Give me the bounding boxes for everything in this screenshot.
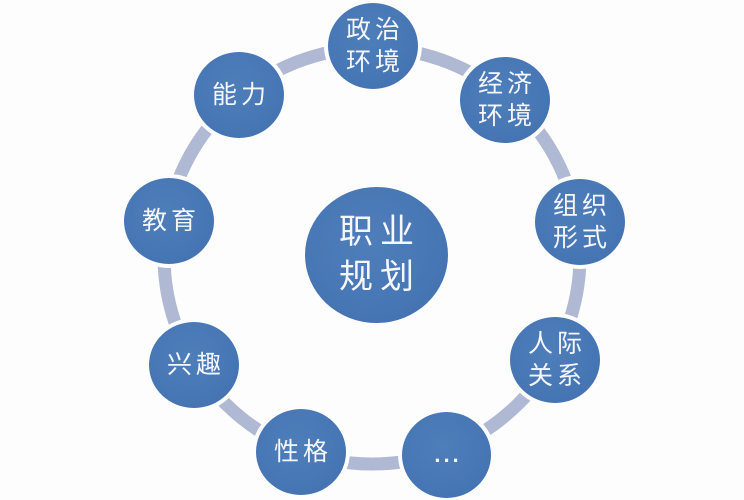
center-label: 职业 规划 <box>339 213 421 296</box>
node-ability: 能力 <box>190 48 288 142</box>
node-label: 经济 环境 <box>477 70 536 130</box>
node-label: 能力 <box>211 81 270 109</box>
node-political-environment: 政治 环境 <box>324 0 422 93</box>
node-ellipsis: ... <box>398 408 495 500</box>
node-label: 性格 <box>273 438 332 466</box>
node-label: 兴趣 <box>166 351 225 379</box>
node-label: 政治 环境 <box>345 16 404 76</box>
node-label: 人际 关系 <box>527 330 586 390</box>
node-personality: 性格 <box>252 405 350 499</box>
node-organization-form: 组织 形式 <box>531 175 629 269</box>
node-education: 教育 <box>120 174 218 268</box>
node-label: 组织 形式 <box>552 192 611 252</box>
node-career-planning-center: 职业 规划 <box>305 187 448 323</box>
node-label: ... <box>434 442 462 467</box>
node-label: 教育 <box>141 207 200 235</box>
node-interest: 兴趣 <box>145 318 243 412</box>
node-economic-environment: 经济 环境 <box>456 53 554 147</box>
node-interpersonal-relations: 人际 关系 <box>506 313 604 407</box>
